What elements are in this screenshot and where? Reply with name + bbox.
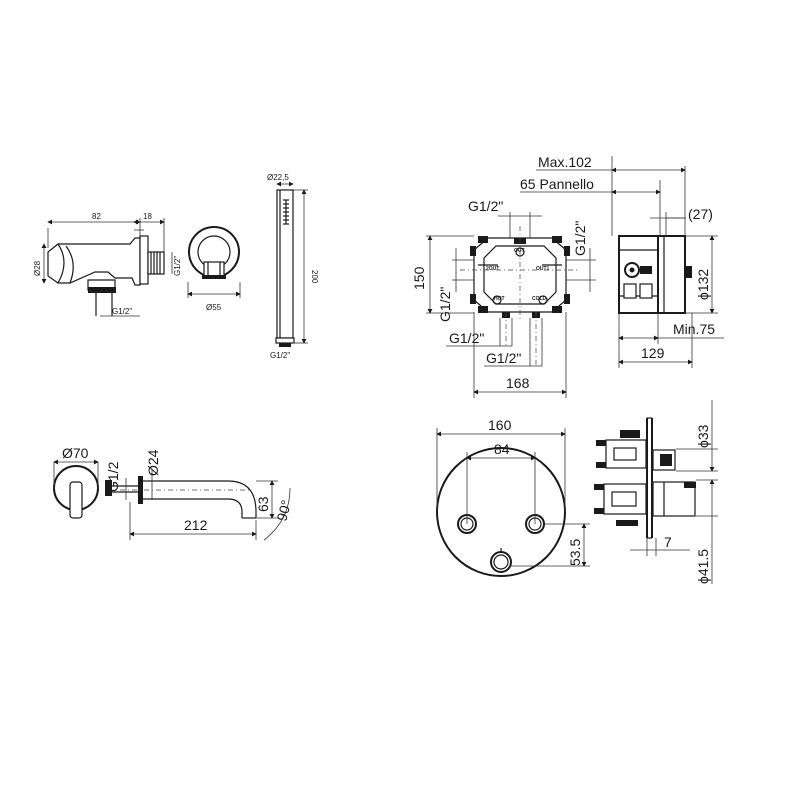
box-min-label: Min.75 bbox=[673, 321, 715, 337]
box-width-label: 168 bbox=[506, 375, 530, 391]
hand-shower-thread-label: G1/2" bbox=[270, 351, 290, 360]
hand-shower-holder-side-view: 82 18 Ø28 G1/2" G1/2" bbox=[33, 212, 182, 317]
holder-side-thread-label: G1/2" bbox=[173, 256, 182, 276]
spout-pipe-label: Ø24 bbox=[145, 449, 161, 476]
hand-shower-drawing: Ø22,5 200 G1/2" bbox=[267, 173, 319, 360]
spout-length-label: 212 bbox=[184, 517, 208, 533]
box-max-depth-label: Max.102 bbox=[538, 154, 592, 170]
box-132-label: ϕ132 bbox=[695, 269, 711, 300]
spout-thread-label: G1/2 bbox=[105, 461, 121, 492]
spout-angle-label: 90° bbox=[273, 498, 294, 523]
trim-33-label: ϕ33 bbox=[695, 424, 711, 448]
trim-offset-label: 53.5 bbox=[567, 539, 583, 566]
box-out-right-label: OUT1 bbox=[536, 266, 550, 272]
holder-length-label: 82 bbox=[92, 212, 101, 221]
holder-bottom-thread-label: G1/2" bbox=[112, 307, 132, 316]
box-cold-label: COLD bbox=[532, 296, 547, 302]
trim-diameter-label: 160 bbox=[488, 417, 512, 433]
box-height-label: 150 bbox=[411, 266, 427, 290]
box-hot-label: HOT bbox=[494, 296, 505, 302]
box-top-thread-label: G1/2" bbox=[468, 198, 503, 214]
spout-drawing: Ø70 G1/2 Ø24 212 63 90° bbox=[53, 445, 294, 541]
holder-diameter-label: Ø28 bbox=[33, 260, 42, 276]
spout-rosette-label: Ø70 bbox=[62, 445, 89, 461]
hand-shower-length-label: 200 bbox=[310, 270, 319, 284]
box-left-thread-label: G1/2" bbox=[437, 287, 453, 322]
spout-height-label: 63 bbox=[255, 496, 271, 512]
hand-shower-diameter-label: Ø22,5 bbox=[267, 173, 289, 182]
holder-flange-label: 18 bbox=[143, 212, 152, 221]
trim-side-view: ϕ33 ϕ41.5 7 bbox=[594, 400, 718, 584]
trim-plate-front-view: 160 84 53.5 bbox=[436, 417, 590, 577]
holder-rosette-label: Ø55 bbox=[206, 303, 222, 312]
box-panel-label: 65 Pannello bbox=[520, 176, 594, 192]
trim-41-5-label: ϕ41.5 bbox=[695, 549, 711, 584]
box-right-thread-label: G1/2" bbox=[572, 221, 588, 256]
concealed-box-side-view: Max.102 65 Pannello (27) ϕ132 Min.75 129 bbox=[520, 154, 724, 368]
box-bottom-right-thread-label: G1/2" bbox=[486, 350, 521, 366]
box-27-label: (27) bbox=[688, 206, 713, 222]
box-bottom-left-thread-label: G1/2" bbox=[449, 330, 484, 346]
concealed-box-front-view: OUT 2OUT OUT1 HOT COLD G1/2" G1/2" G1/2"… bbox=[411, 198, 596, 398]
trim-7-label: 7 bbox=[664, 534, 672, 550]
trim-spacing-label: 84 bbox=[494, 441, 510, 457]
box-out-left-label: 2OUT bbox=[486, 266, 499, 272]
box-129-label: 129 bbox=[641, 345, 665, 361]
hand-shower-holder-front-view: Ø55 bbox=[187, 226, 241, 312]
box-out-top-label: OUT bbox=[514, 248, 525, 254]
